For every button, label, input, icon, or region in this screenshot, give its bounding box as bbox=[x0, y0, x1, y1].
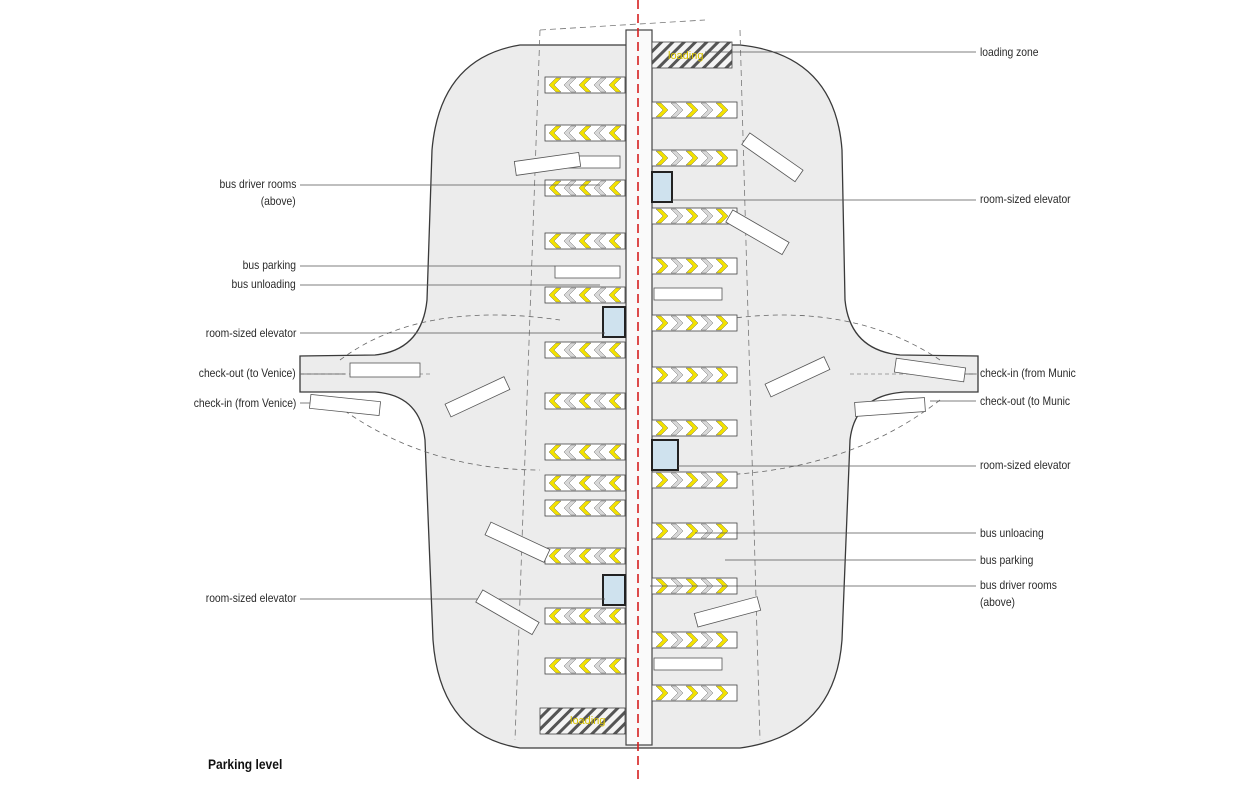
label-bus-unloading-left: bus unloading bbox=[231, 277, 296, 291]
label-elevator-left-1: room-sized elevator bbox=[205, 326, 296, 340]
bus-bay bbox=[544, 657, 626, 675]
bus-bays bbox=[544, 76, 738, 702]
bus-bay bbox=[544, 607, 626, 625]
label-checkin-venice: check-in (from Venice) bbox=[193, 396, 296, 410]
bus-bay bbox=[544, 392, 626, 410]
label-elevator-right-1: room-sized elevator bbox=[980, 192, 1071, 206]
label-bus-parking-right: bus parking bbox=[980, 553, 1034, 567]
leader-lines bbox=[300, 51, 976, 600]
bus-bay bbox=[544, 286, 626, 304]
bus-bay bbox=[544, 124, 626, 142]
bus-bay bbox=[651, 471, 738, 489]
label-bus-driver-rooms-left-above: (above) bbox=[261, 194, 296, 208]
label-bus-parking-left: bus parking bbox=[242, 258, 296, 272]
label-checkin-munich: check-in (from Munic bbox=[980, 366, 1076, 380]
bus-bay bbox=[544, 179, 626, 197]
label-bus-driver-rooms-right-above: (above) bbox=[980, 595, 1015, 609]
label-checkout-munich: check-out (to Munic bbox=[980, 394, 1071, 408]
label-bus-driver-rooms-left: bus driver rooms bbox=[219, 177, 296, 191]
bus-bay bbox=[651, 257, 738, 275]
elevator-shaft bbox=[602, 574, 626, 606]
label-elevator-left-2: room-sized elevator bbox=[205, 591, 296, 605]
bus-bay bbox=[544, 547, 626, 565]
angled-buses bbox=[309, 132, 967, 636]
parked-bus bbox=[653, 657, 723, 671]
loading-zone-bottom bbox=[539, 707, 626, 735]
parked-bus bbox=[653, 287, 723, 301]
bus-bay bbox=[651, 631, 738, 649]
loading-zone-label-top: loading bbox=[668, 50, 704, 62]
bus-bay bbox=[651, 522, 738, 540]
bus-bay bbox=[651, 314, 738, 332]
bus-bay bbox=[651, 101, 738, 119]
bus-bay bbox=[544, 443, 626, 461]
label-elevator-right-2: room-sized elevator bbox=[980, 458, 1071, 472]
plan-title: Parking level bbox=[208, 756, 283, 772]
central-island bbox=[625, 29, 653, 746]
bus-bay bbox=[544, 341, 626, 359]
circulation-path-right bbox=[719, 314, 941, 476]
bus-bay bbox=[651, 419, 738, 437]
elevator-shaft bbox=[651, 439, 679, 471]
label-loading-zone: loading zone bbox=[980, 45, 1039, 59]
label-checkout-venice: check-out (to Venice) bbox=[199, 366, 296, 380]
bus-bay bbox=[544, 474, 626, 492]
parked-bus bbox=[554, 265, 621, 279]
bus-bay bbox=[651, 684, 738, 702]
label-bus-driver-rooms-right: bus driver rooms bbox=[980, 578, 1057, 592]
bus-bay bbox=[651, 149, 738, 167]
label-bus-unloading-right: bus unloacing bbox=[980, 526, 1044, 540]
bus-bay bbox=[544, 499, 626, 517]
bus-bay bbox=[544, 232, 626, 250]
circulation-path-left bbox=[329, 314, 561, 471]
loading-zone-label-bottom: loading bbox=[570, 715, 606, 727]
bus-bay bbox=[651, 207, 738, 225]
bus-bay bbox=[544, 76, 626, 94]
bus-bay bbox=[651, 366, 738, 384]
elevator-shaft bbox=[602, 306, 626, 338]
elevator-shaft bbox=[651, 171, 673, 203]
elevators bbox=[602, 171, 679, 606]
loading-zone-top bbox=[651, 41, 733, 69]
